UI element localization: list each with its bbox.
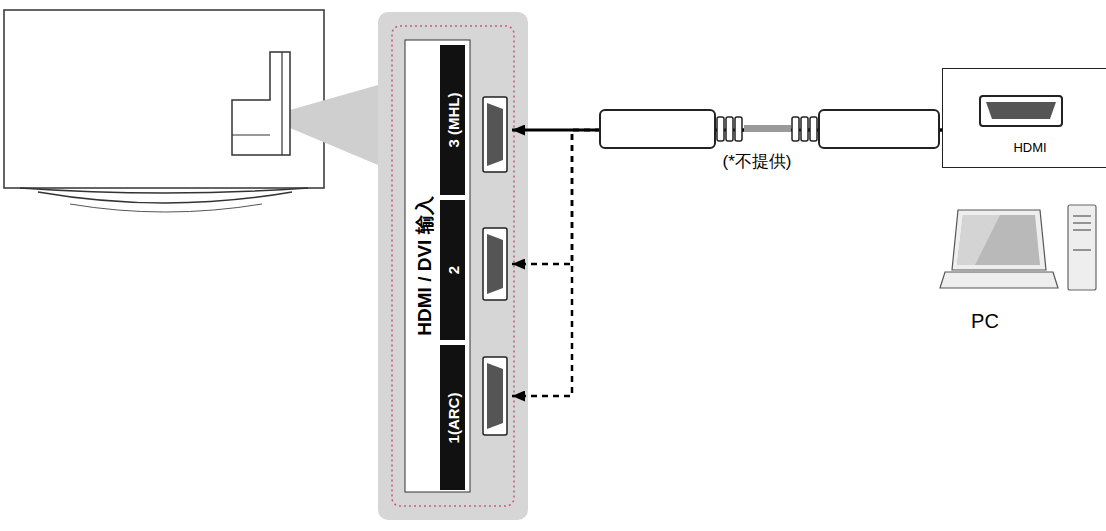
pc-port-box: HDMI (942, 68, 1106, 168)
rear-panel (232, 52, 282, 155)
tv-stand (70, 204, 262, 212)
cable-relief (792, 117, 799, 141)
port-label: 1(ARC) (440, 345, 512, 490)
port-number: 3 (MHL) (444, 93, 461, 148)
hdmi-port (980, 96, 1062, 126)
hdmi-port (986, 102, 1056, 119)
port-panel (378, 12, 528, 520)
tower-slot (1073, 216, 1091, 250)
hdmi-port (483, 97, 507, 172)
hdmi-port (487, 234, 503, 294)
cable-relief (726, 117, 733, 141)
hdmi-port (483, 357, 507, 435)
tv-stand (20, 188, 308, 193)
laptop-screen (957, 215, 1000, 265)
port-number: 2 (444, 266, 461, 274)
laptop-icon (952, 210, 1046, 270)
port-label: 3 (MHL) (440, 45, 512, 195)
hdmi-port (483, 228, 507, 300)
optional-connection (512, 130, 942, 396)
device-label: PC (971, 310, 999, 333)
panel-heading: HDMI / DVI 输入 (412, 196, 438, 335)
laptop-base (940, 272, 1058, 288)
cable-relief (810, 117, 817, 141)
zoom-wedge (290, 85, 378, 165)
rear-panel (232, 52, 290, 155)
cable-wire (744, 125, 791, 132)
port-label: 2 (440, 200, 512, 340)
label-cell: 2 (440, 200, 465, 340)
cable-plug (600, 110, 715, 148)
port-name: HDMI (943, 140, 1106, 155)
cable-note: (*不提供) (723, 150, 792, 173)
tv-body (4, 10, 324, 188)
cable-relief (717, 117, 724, 141)
panel-outline (392, 26, 514, 506)
port-number: 1(ARC) (444, 392, 461, 443)
label-strip (405, 40, 470, 492)
hdmi-port (487, 103, 503, 166)
tower-icon (1068, 205, 1096, 290)
label-cell: 3 (MHL) (440, 45, 465, 195)
port-panel: 3 (MHL) 2 1(ARC) HDMI / DVI 输入 (378, 12, 528, 520)
cable-relief (801, 117, 808, 141)
optional-connection (512, 130, 942, 264)
label-cell: 1(ARC) (440, 345, 465, 490)
tv-stand (38, 192, 292, 203)
cable-plug (819, 110, 939, 148)
hdmi-port (487, 363, 503, 429)
laptop-screen (957, 215, 1040, 265)
cable-relief (735, 117, 742, 141)
